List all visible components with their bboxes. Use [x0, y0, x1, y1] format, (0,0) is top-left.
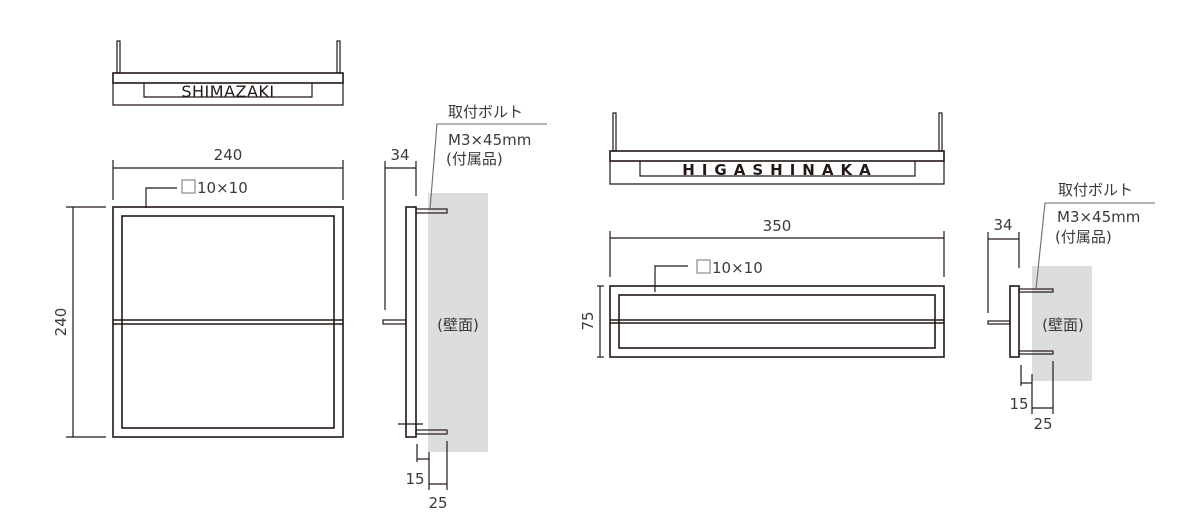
higashinaka-bolt-label: 取付ボルト [1058, 181, 1133, 199]
higashinaka-width-dim: 350 [763, 217, 792, 235]
shimazaki-nameplate-text: SHIMAZAKI [181, 82, 274, 101]
shimazaki-front-view: 240 10×10 240 [52, 146, 344, 438]
wall-surface [1032, 266, 1092, 381]
shimazaki-width-dim: 240 [214, 146, 243, 164]
shimazaki-height-dim: 240 [52, 308, 70, 337]
higashinaka-depth-dim: 34 [993, 216, 1012, 234]
higashinaka-material-label: 10×10 [712, 259, 763, 277]
shimazaki-side-view: 34 取付ボルト M3×45mm (付属品) (壁面) 15 25 [382, 103, 547, 512]
higashinaka-bolt-spec: M3×45mm [1057, 208, 1140, 226]
higashinaka-wall-label: (壁面) [1042, 316, 1084, 334]
wall-surface [428, 193, 488, 452]
higashinaka-bolt-note: (付属品) [1055, 228, 1112, 246]
higashinaka-front-view: 350 10×10 75 [579, 217, 945, 358]
shimazaki-depth-dim: 34 [390, 146, 409, 164]
shimazaki-bolt-note: (付属品) [446, 150, 503, 168]
higashinaka-top-view: HIGASHINAKA [609, 112, 945, 185]
higashinaka-dim-25: 25 [1033, 415, 1052, 433]
shimazaki-material-label: 10×10 [197, 179, 248, 197]
shimazaki-top-view: SHIMAZAKI [112, 40, 344, 106]
higashinaka-side-view: 34 取付ボルト M3×45mm (付属品) (壁面) 15 25 [987, 181, 1155, 433]
shimazaki-bolt-spec: M3×45mm [448, 131, 531, 149]
higashinaka-height-dim: 75 [579, 311, 597, 330]
shimazaki-wall-label: (壁面) [437, 316, 479, 334]
shimazaki-dim-25: 25 [428, 494, 447, 512]
higashinaka-dim-15: 15 [1009, 395, 1028, 413]
shimazaki-dim-15: 15 [405, 470, 424, 488]
higashinaka-nameplate-text: HIGASHINAKA [682, 161, 877, 179]
shimazaki-bolt-label: 取付ボルト [448, 103, 523, 121]
